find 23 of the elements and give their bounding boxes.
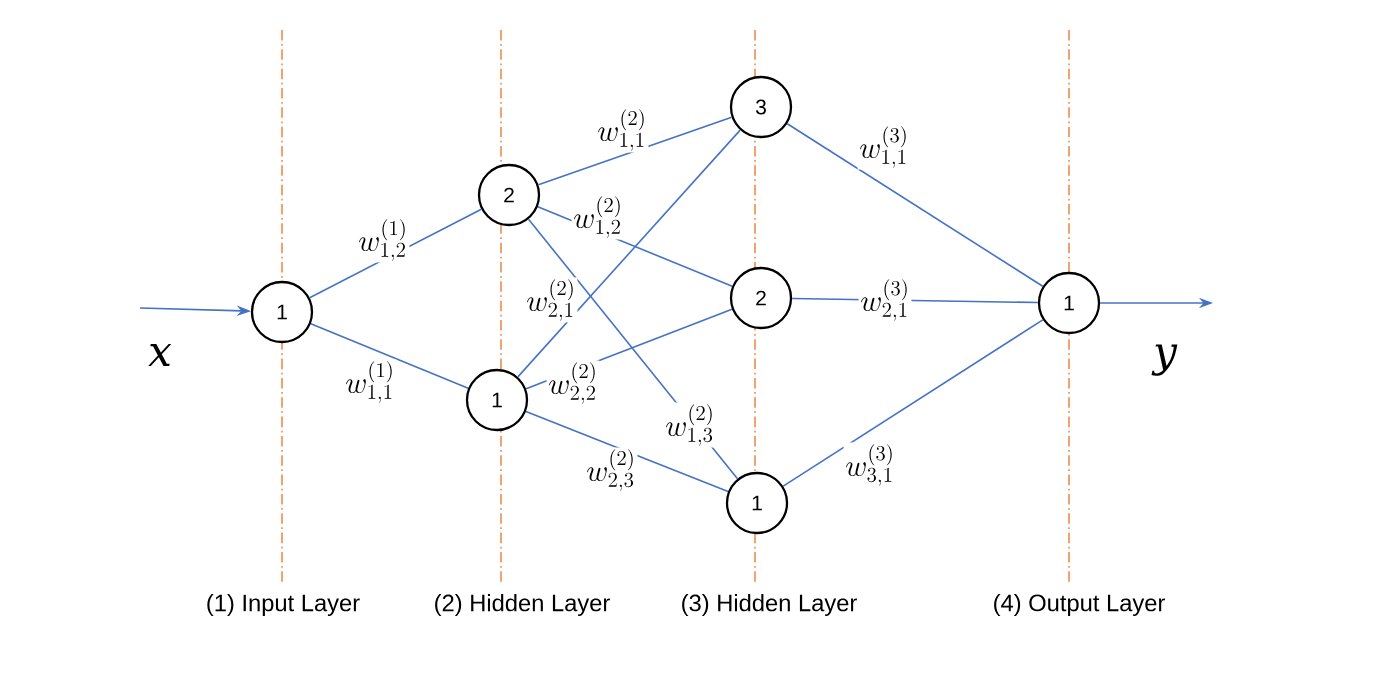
weight-label: $w^{(2)}_{2,1}$ (524, 277, 578, 323)
weight-label: $w^{(3)}_{2,1}$ (858, 277, 912, 323)
variable-label: y (1151, 344, 1178, 376)
weight-label: $w^{(1)}_{1,2}$ (356, 217, 410, 263)
layer-label: (4) Output Layer (994, 593, 1165, 617)
connector-line (782, 319, 1044, 487)
weight-label: $w^{(2)}_{1,2}$ (571, 194, 625, 240)
connector-line (525, 410, 729, 493)
variable-label: x (148, 344, 172, 366)
weight-label: $w^{(1)}_{1,1}$ (343, 359, 397, 405)
connector-line (537, 116, 733, 186)
connector-line (786, 122, 1044, 288)
weight-label: $w^{(2)}_{1,3}$ (663, 402, 717, 448)
layer-label: (1) Input Layer (207, 593, 360, 617)
weight-label: $w^{(2)}_{2,2}$ (546, 360, 600, 406)
weight-label: $w^{(2)}_{1,1}$ (595, 107, 649, 153)
connector-line (517, 129, 741, 378)
weight-label: $w^{(2)}_{2,3}$ (584, 447, 638, 493)
weight-label: $w^{(3)}_{3,1}$ (843, 442, 897, 488)
layer-label: (2) Hidden Layer (435, 593, 610, 617)
layer-label: (3) Hidden Layer (682, 593, 857, 617)
weight-label: $w^{(3)}_{1,1}$ (857, 124, 911, 170)
connector-line (310, 323, 469, 389)
